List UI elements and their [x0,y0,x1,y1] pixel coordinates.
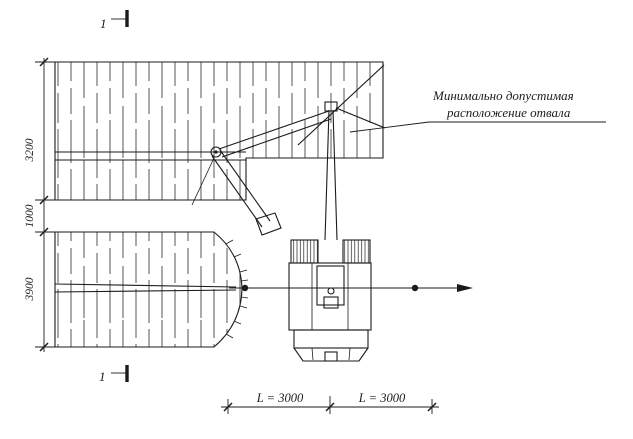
boom-lower-chord [221,118,332,158]
undercarriage-rib-left [311,347,314,361]
annotation-spoil-limit: Минимально допустимая расположение отвал… [349,88,606,133]
axis-point-left [241,284,249,292]
section-marker-top: 1 [100,10,129,31]
dimension-left: 3200 1000 3900 [24,57,57,352]
machine-axis [229,284,473,292]
dim-3900: 3900 [24,277,36,301]
dim-span-left: L = 3000 [256,391,304,405]
track-right [342,239,371,264]
excavator [191,101,386,362]
dimension-bottom: L = 3000 L = 3000 [221,391,439,414]
slew-center [327,287,335,295]
bucket [255,212,282,236]
drag-cable [191,157,215,206]
engine-housing [323,296,339,309]
undercarriage-rib-right [348,347,351,361]
trench-bottom-line-1 [54,283,237,288]
spoil-limit-line [297,64,385,146]
section-marker-bottom: 1 [99,365,129,384]
slope-ticks [225,239,249,339]
trench [54,231,249,348]
hitch [324,351,338,362]
axis-arrowhead [457,284,473,292]
dim-span-right: L = 3000 [358,391,406,405]
dipper-right-edge [219,149,271,222]
boom-hinge-pin [214,150,218,154]
annotation-line1: Минимально допустимая [432,88,574,103]
annotation-line2: расположение отвала [446,105,571,120]
trench-outline [54,231,243,348]
annotation-leader [349,121,430,133]
axis-point-right [411,284,419,292]
section-label-bottom: 1 [99,369,106,384]
track-left [290,239,319,264]
dim-3200: 3200 [24,138,36,162]
undercarriage [293,347,369,362]
mast-right-edge [332,109,338,241]
mast-left-edge [324,109,330,241]
boom-upper-chord [218,110,330,150]
trench-bottom-line-2 [54,289,237,293]
dim-1000: 1000 [24,204,36,227]
section-label-top: 1 [100,16,107,31]
boom-stay-right [335,107,386,129]
dipper-left-edge [211,155,263,228]
cab [316,265,345,306]
mast-top [324,101,338,112]
rear-frame [293,329,369,349]
